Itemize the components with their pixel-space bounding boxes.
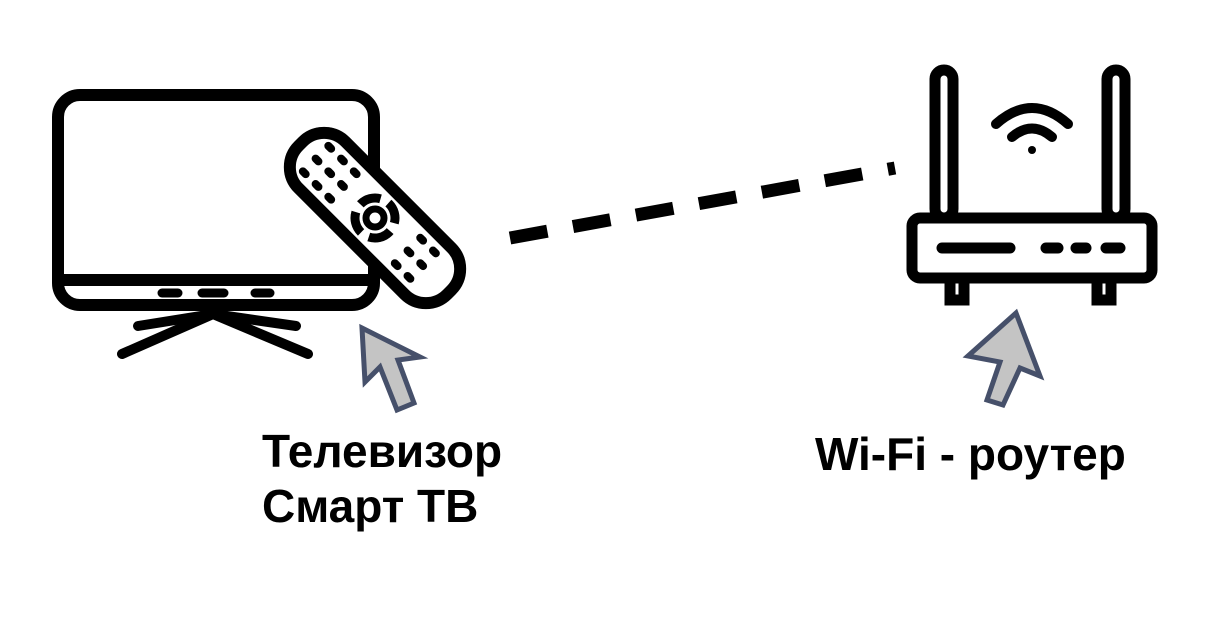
- arrow-icon: [962, 308, 1045, 409]
- tv-label-line1: Телевизор: [262, 425, 503, 477]
- remote-control-icon: [283, 126, 467, 310]
- tv-label: Телевизор Смарт ТВ: [262, 424, 502, 534]
- router-icon: [906, 64, 1158, 306]
- router-label: Wi-Fi - роутер: [815, 428, 1126, 480]
- connection-line: [508, 161, 897, 245]
- arrow-icon: [359, 323, 429, 414]
- tv-label-line2: Смарт ТВ: [262, 480, 479, 532]
- wifi-icon: [991, 103, 1073, 154]
